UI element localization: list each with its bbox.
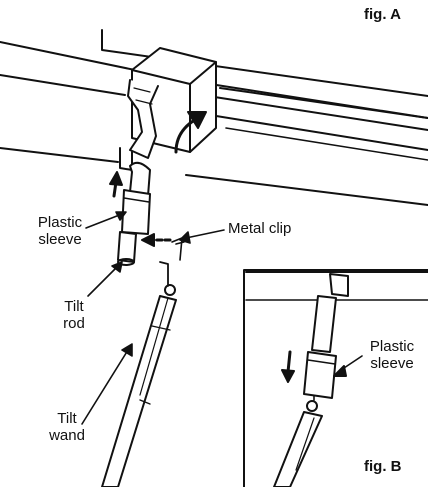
fig-a-caption: fig. A [364,6,401,23]
fig-b-caption: fig. B [364,458,402,475]
headrail [0,29,428,206]
tilt-wand [101,261,177,487]
label-tilt-rod: Tilt rod [63,298,85,332]
tilt-mechanism [127,47,217,159]
inset-fig-b [243,269,428,487]
label-tilt-wand: Tilt wand [49,410,85,444]
label-metal-clip: Metal clip [228,220,292,237]
rod-bracket [119,147,133,171]
callout-leaders [81,211,225,425]
label-plastic-sleeve-a: Plastic sleeve [37,214,83,248]
label-plastic-sleeve-b: Plastic sleeve [369,338,415,372]
tilt-rod-assembly [109,161,172,266]
